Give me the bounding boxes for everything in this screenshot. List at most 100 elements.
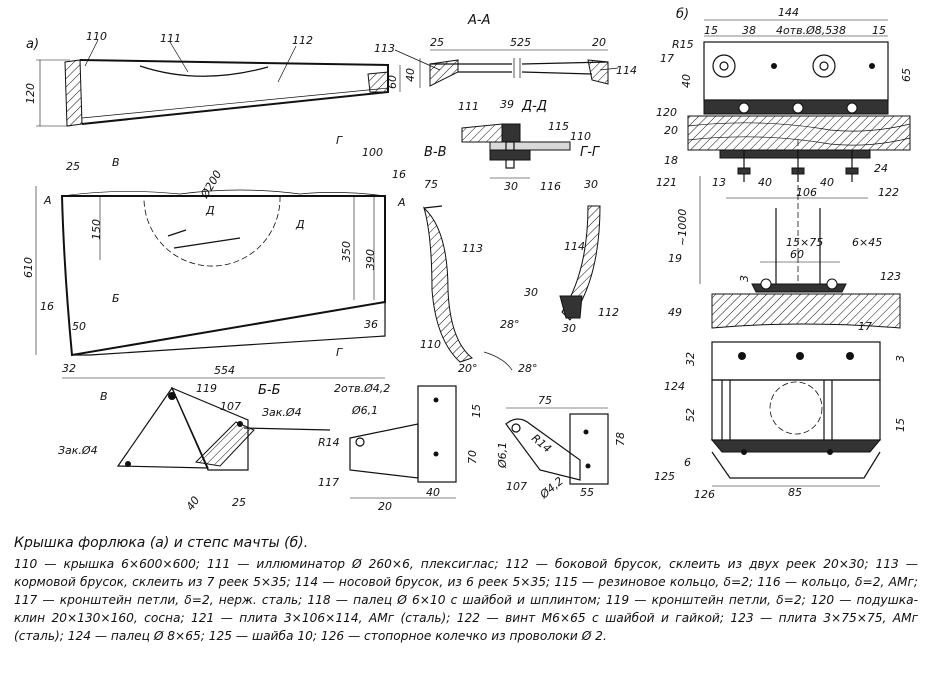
dim-20deg: 28° [518, 362, 538, 375]
part-label-125: 125 [654, 470, 675, 483]
dim-20: 20 [592, 36, 606, 49]
part-112-plan [71, 301, 386, 356]
part-label-114: 114 [616, 64, 637, 77]
marker-g-top: Г [336, 134, 343, 147]
view-a-plan: 150 610 50 16 32 25 554 100 16 350 390 3… [22, 134, 406, 403]
dim-20-c: 55 [580, 486, 594, 499]
dim-4-holes: 4отв.Ø8,5 [776, 24, 832, 37]
caption-text: 110 — крышка 6×600×600; 111 — иллюминато… [14, 557, 918, 643]
part-116-ring [489, 149, 531, 161]
dim-32: 32 [62, 362, 76, 375]
part-121-plate [719, 149, 871, 159]
part-label-18: 18 [664, 154, 678, 167]
dim-40-c: 70 [466, 450, 479, 464]
section-g-g: Г-Г 30 114 112 30 28° 30 [500, 145, 619, 335]
dim-52: 52 [684, 408, 697, 422]
part-label-124: 124 [664, 380, 685, 393]
dim-3-b: 3 [894, 355, 907, 362]
part-17-plate-top [703, 41, 889, 101]
part-113-curve [423, 206, 474, 363]
part-label-119-b: 107 [506, 480, 527, 493]
marker-a-right: А [397, 196, 406, 209]
part-label-123: 123 [880, 270, 901, 283]
section-d-d-title: Д-Д [521, 99, 547, 114]
caption-title: Крышка форлюка (а) и степс мачты (б). [14, 535, 309, 551]
section-v-v: В-В 75 113 110 20° 28° [420, 145, 538, 375]
note-2-holes: 2отв.Ø4,2 [334, 382, 390, 395]
dim-40: 40 [404, 68, 417, 82]
dim-554: 554 [214, 364, 235, 377]
part-119-bracket: 75 R14 Ø6,1 Ø4,2 78 55 107 [496, 394, 627, 502]
dim-36: 36 [364, 318, 378, 331]
marker-g-bottom: Г [336, 346, 343, 359]
dim-d6-1-b: Ø6,1 [496, 442, 509, 469]
part-107-bracket [116, 386, 209, 469]
dim-28deg: 28° [500, 318, 520, 331]
dim-350: 350 [340, 241, 353, 262]
dim-15-c: 15 [894, 418, 907, 432]
dim-65: 65 [900, 68, 913, 82]
dim-r14-a: R14 [318, 436, 340, 449]
cover-side-profile [79, 59, 389, 125]
view-b-mast-step: б) 144 15 38 4отв.Ø8,5 38 15 R15 40 65 1… [654, 6, 913, 501]
part-label-17-b: 17 [858, 320, 872, 333]
part-label-112: 112 [292, 34, 313, 47]
part-label-110-c: 110 [420, 338, 441, 351]
part-label-118: 119 [196, 382, 217, 395]
dim-75: 75 [424, 178, 438, 191]
dim-50: 50 [72, 320, 86, 333]
dim-75-b: 20 [378, 500, 392, 513]
part-label-122: 122 [878, 186, 899, 199]
dim-40-b: 40 [758, 176, 772, 189]
section-d-d: Д-Д 30 111 39 115 110 116 [458, 98, 591, 193]
dim-144: 144 [778, 6, 799, 19]
part-label-110-b: 110 [570, 130, 591, 143]
dim-40: 40 [680, 74, 693, 88]
part-117-bracket: 2отв.Ø4,2 Ø6,1 R14 15 70 40 20 117 [318, 382, 483, 513]
technical-drawing: а) 120 60 110 111 112 А-А 25 525 20 40 1… [22, 6, 913, 513]
figure-caption: Крышка форлюка (а) и степс мачты (б). 11… [14, 535, 918, 645]
dim-13: 13 [712, 176, 726, 189]
section-a-a-title: А-А [467, 13, 490, 28]
dim-30-b: 30 [584, 178, 598, 191]
dim-25: 25 [430, 36, 444, 49]
part-label-112-c: 112 [598, 306, 619, 319]
dim-approx-1000: ~1000 [676, 209, 689, 246]
section-a-a: А-А 25 525 20 40 113 114 [374, 13, 637, 88]
marker-v-bottom: В [100, 390, 108, 403]
dim-20-b: 40 [426, 486, 440, 499]
part-114-bow-section [367, 71, 389, 93]
marker-v-top: В [112, 156, 120, 169]
dim-70: 15 [470, 404, 483, 418]
dim-32: 32 [684, 352, 697, 366]
section-b-b-title: Б-Б [258, 383, 281, 398]
dim-60: 60 [386, 75, 399, 89]
part-label-113-c: 113 [462, 242, 483, 255]
dim-25-c: 40 [184, 494, 203, 513]
dim-39: 39 [500, 98, 514, 111]
part-label-111: 111 [160, 32, 181, 45]
part-label-119: 107 [220, 400, 241, 413]
part-label-111-b: 111 [458, 100, 479, 113]
dim-55: 78 [614, 432, 627, 446]
dim-16-a: 16 [40, 300, 54, 313]
dim-60: 60 [790, 248, 804, 261]
dim-40-c: 40 [820, 176, 834, 189]
dim-30-c: 30 [524, 286, 538, 299]
dim-6: 6 [684, 456, 691, 469]
view-b-label: б) [676, 7, 689, 22]
dim-38-a: 38 [742, 24, 756, 37]
dim-3-a: 3 [738, 275, 751, 282]
dim-15: 25 [232, 496, 246, 509]
view-a-label: а) [26, 37, 39, 52]
dim-r14-b: R14 [529, 432, 554, 456]
note-zak-4-a: Зак.Ø4 [58, 444, 98, 457]
dim-85: 85 [788, 486, 802, 499]
dim-d4-2: Ø4,2 [537, 474, 566, 501]
dim-25-b: 25 [66, 160, 80, 173]
part-49-keel [711, 293, 901, 329]
view-a-side-profile: а) 120 60 110 111 112 [24, 30, 401, 127]
part-123-plate [751, 283, 847, 293]
part-label-24: 24 [874, 162, 888, 175]
marker-d-left: Д [205, 204, 215, 217]
